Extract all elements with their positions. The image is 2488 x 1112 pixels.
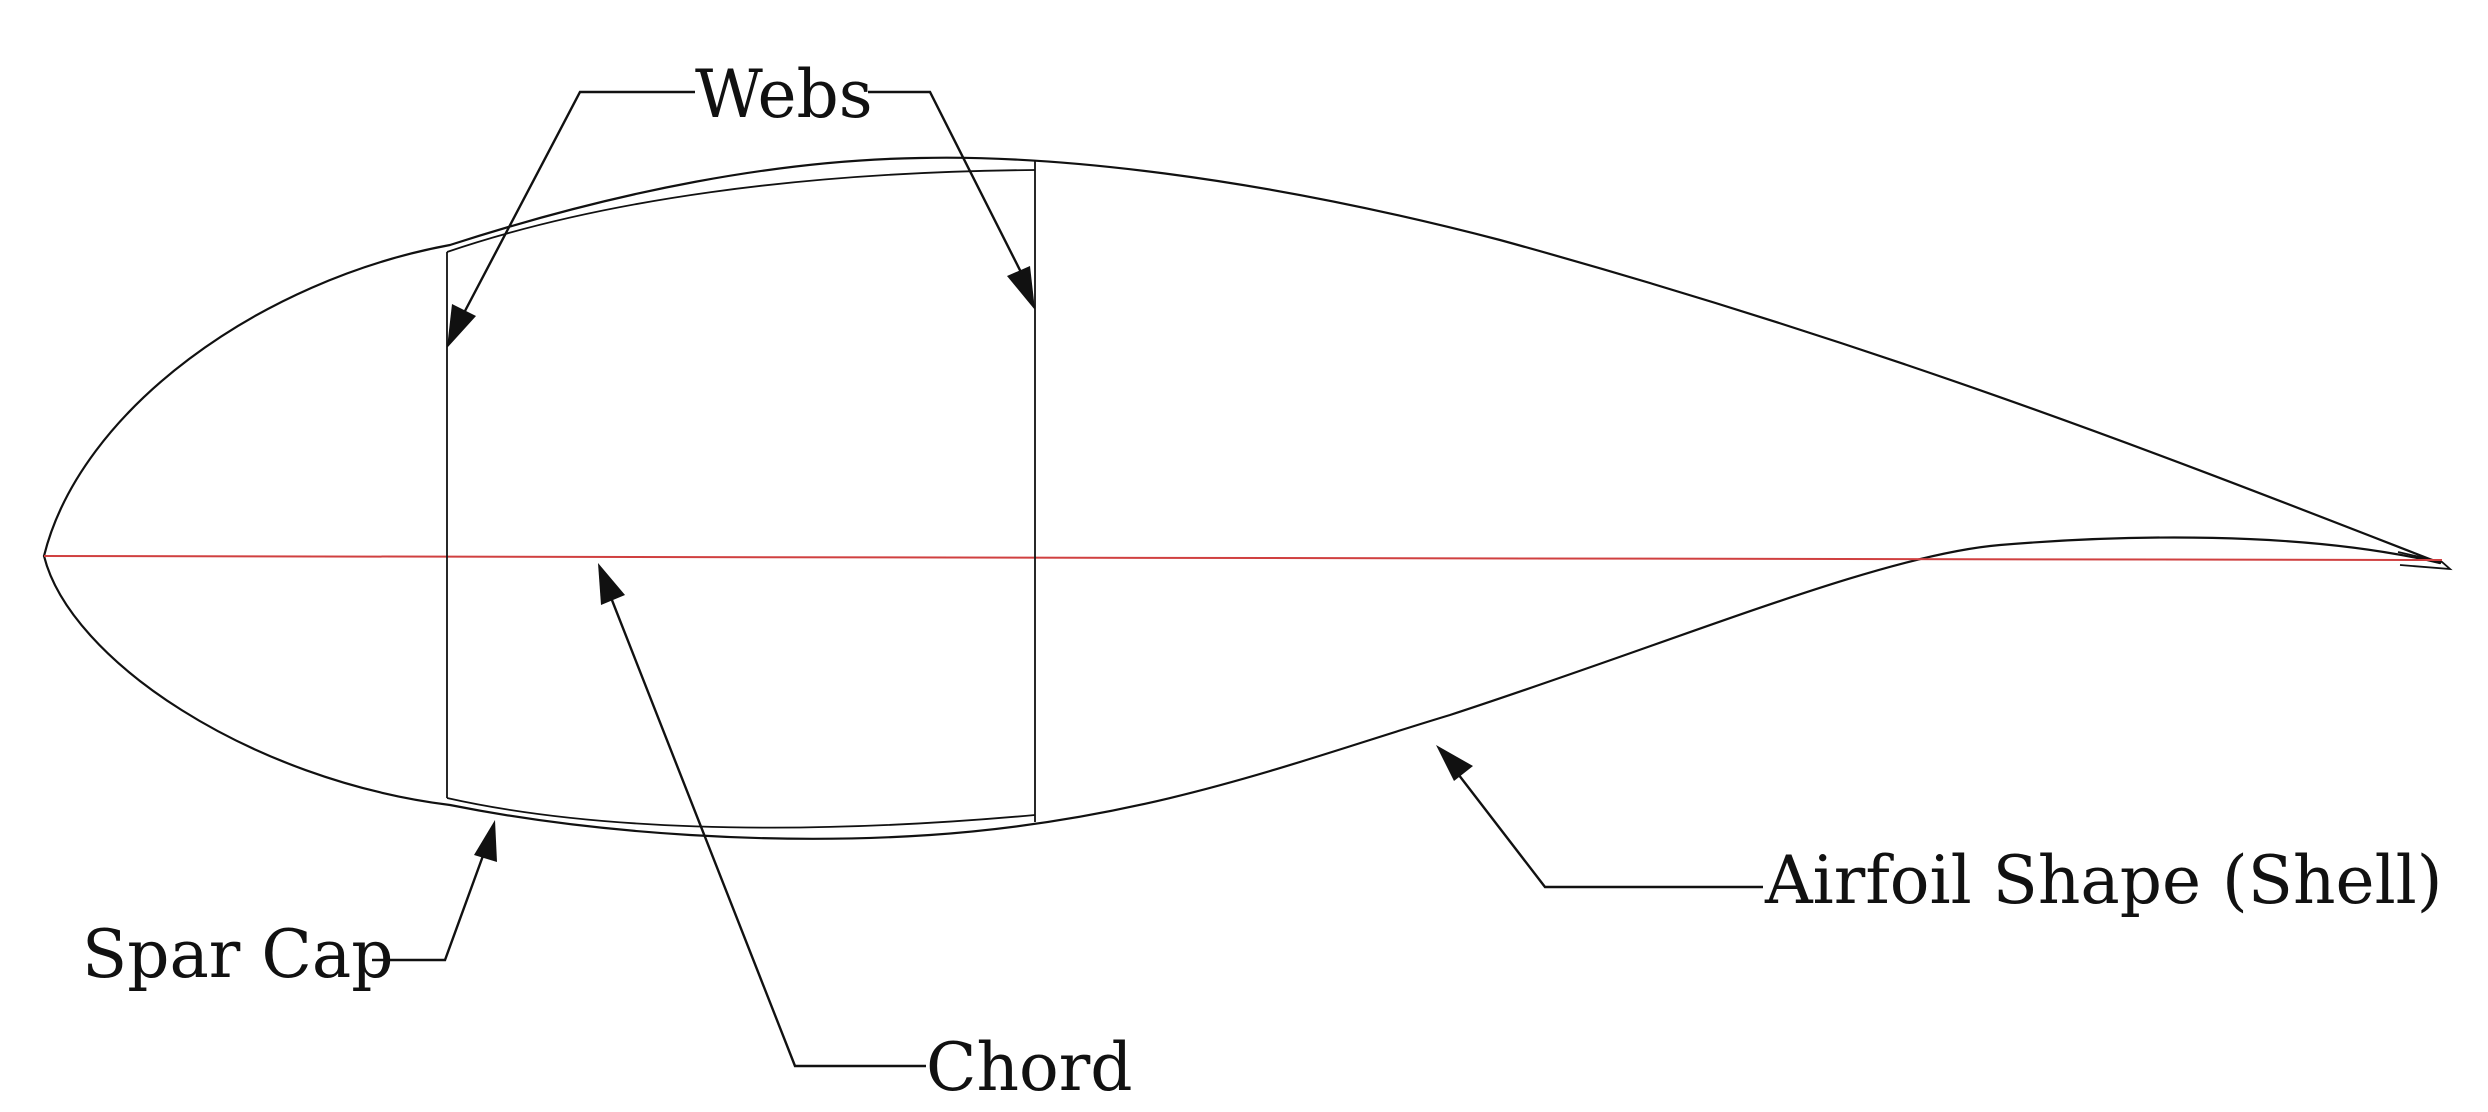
airfoil-shape-arrowhead [1436, 745, 1473, 781]
webs-leader-left [453, 90, 695, 331]
spar-cap-leader [372, 841, 490, 962]
spar-cap-upper [446, 169, 1036, 253]
webs-leader-right [868, 90, 1032, 291]
chord-leader [606, 589, 926, 1068]
webs-arrowhead-left [447, 304, 476, 348]
chord-label: Chord [926, 1029, 1133, 1106]
webs-label: Webs [695, 56, 873, 133]
spar-cap-arrowhead [474, 820, 497, 862]
airfoil-shape-label: Airfoil Shape (Shell) [1764, 842, 2443, 919]
airfoil-shape-leader [1454, 769, 1763, 889]
airfoil-upper-surface [42, 156, 2442, 565]
webs-arrowhead-right [1007, 266, 1035, 310]
airfoil-lower-surface [42, 536, 2442, 840]
spar-cap-label: Spar Cap [82, 916, 393, 993]
spar-cap-lower [446, 797, 1036, 829]
chord-arrowhead [598, 563, 625, 605]
chord-line [43, 555, 2443, 561]
trailing-edge-tip [2397, 551, 2453, 571]
